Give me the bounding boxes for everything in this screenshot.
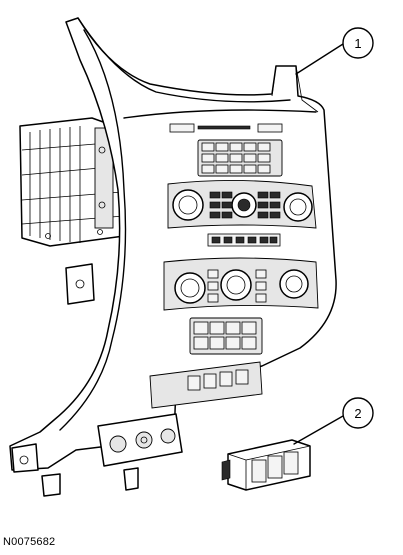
cd-slot-row	[169, 123, 283, 133]
temperature-knob	[220, 269, 252, 301]
lower-switch-block	[189, 317, 263, 355]
tune-knob	[283, 192, 313, 222]
radio-button-grid	[197, 139, 283, 177]
figure-id: N0075682	[3, 536, 56, 548]
leader-lines	[293, 43, 344, 445]
function-button-strip	[207, 233, 281, 247]
callout-2-label: 2	[354, 406, 361, 421]
climate-control-row	[163, 257, 319, 311]
leader-line-1	[295, 43, 344, 75]
callout-2: 2	[342, 397, 374, 429]
mode-knob	[279, 269, 309, 299]
callout-1-label: 1	[354, 36, 361, 51]
mounting-tabs	[11, 263, 139, 497]
leader-line-2	[293, 415, 344, 445]
volume-knob	[172, 189, 204, 221]
audio-control-row	[167, 179, 317, 229]
lower-recess	[149, 361, 263, 409]
fan-speed-knob	[174, 272, 206, 304]
switch-module	[221, 439, 311, 491]
callout-1: 1	[342, 27, 374, 59]
bottom-switch-plate	[97, 413, 183, 467]
